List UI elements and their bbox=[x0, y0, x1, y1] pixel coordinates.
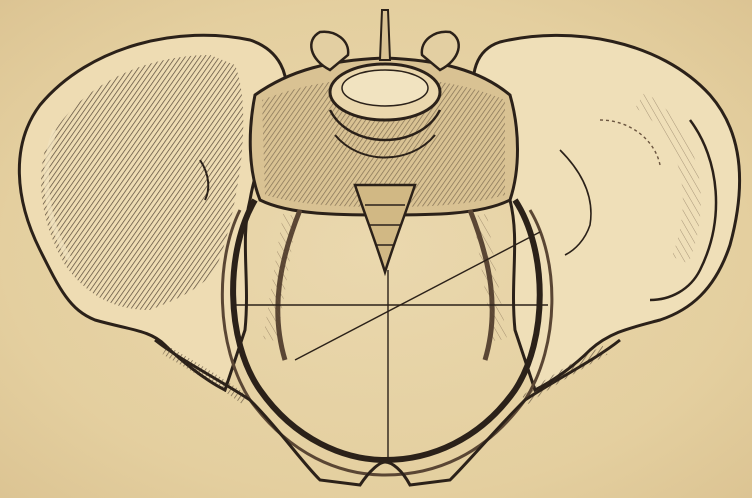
right-ilium bbox=[473, 35, 739, 390]
